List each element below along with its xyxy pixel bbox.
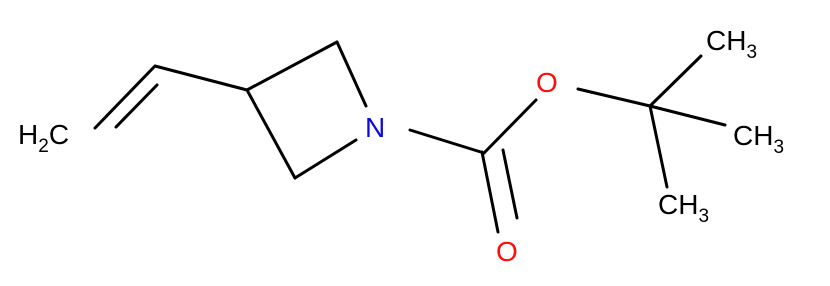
bond-quaternary-c-methyl-top [648,54,703,108]
bond-quaternary-c-methyl-right [648,104,727,127]
carbonyl-oxygen-atom-label: O [496,236,518,267]
ring-bond-n-c4 [293,138,358,180]
bond-carbonyl-c-ester-o [482,98,538,155]
bond-n-carbonyl-c [408,128,486,155]
ester-oxygen-atom-label: O [536,67,558,98]
carbonyl-double-bond-right [501,148,519,220]
methyl-right-label: CH3 [733,120,784,158]
nitrogen-atom-label: N [365,112,385,143]
bond-ester-o-quaternary-c [576,87,652,108]
bond-quaternary-c-methyl-bottom [648,104,669,189]
methyl-top-label: CH3 [706,25,757,63]
methyl-bottom-label: CH3 [658,189,709,227]
vinyl-single-bond [153,64,249,92]
vinyl-double-bond-outer [93,65,156,130]
vinyl-double-bond-inner [114,83,159,129]
ring-bond-c3-c2 [245,40,339,92]
ch2-label: H2C [18,119,69,157]
ring-bond-c2-n [335,40,368,108]
ring-bond-c4-c3 [245,88,297,180]
carbonyl-double-bond-left [480,150,500,234]
